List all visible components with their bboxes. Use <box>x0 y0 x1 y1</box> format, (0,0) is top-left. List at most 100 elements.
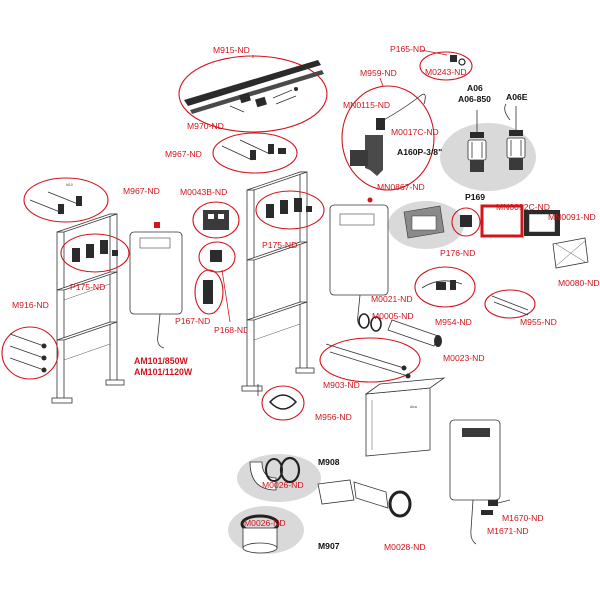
p175-mid-label: P175-ND <box>262 240 297 250</box>
frame-post-right <box>109 213 118 383</box>
clip-group-p175-mid <box>255 190 325 230</box>
p175-left-ring <box>60 233 130 273</box>
frame-mid-bar <box>246 241 308 261</box>
m0023-label: M0023-ND <box>443 353 485 363</box>
plate-group-m0043b <box>192 201 240 239</box>
bolt <box>491 295 529 311</box>
anchor-plate <box>76 196 82 206</box>
frame-top-bar <box>56 213 118 233</box>
plate-diagonal <box>555 243 586 263</box>
frame-foot <box>105 379 125 386</box>
m903-label: M903-ND <box>323 380 360 390</box>
m959-label: M959-ND <box>360 68 397 78</box>
nut <box>405 373 411 379</box>
pipe-end-cap <box>434 335 442 347</box>
frame-middle <box>241 171 315 392</box>
m954-ring <box>414 266 476 308</box>
seal-m0028 <box>388 490 412 518</box>
fixing-bracket <box>210 250 222 262</box>
plate-diagonal <box>555 239 587 267</box>
rail-bar-2 <box>190 70 324 114</box>
clip <box>72 248 80 262</box>
frame-brace <box>63 343 111 361</box>
actuator-window <box>411 215 437 231</box>
p175-left-label: P175-ND <box>70 282 105 292</box>
clip <box>294 198 302 212</box>
clamp-group-m956 <box>257 384 305 421</box>
fill-valve-body <box>365 135 383 176</box>
p165-leader <box>420 49 448 56</box>
anchor-plate <box>58 204 64 214</box>
m908-label: M908 <box>318 457 340 467</box>
frame-mn0092c <box>480 204 524 238</box>
dimension-note: M10 <box>66 183 73 187</box>
p176-label: P176-ND <box>440 248 475 258</box>
valve-connector <box>376 118 385 130</box>
m967-left-ring <box>23 177 109 223</box>
box-top <box>364 377 446 395</box>
m0005-label: M0005-ND <box>372 311 414 321</box>
pipe-section <box>353 481 389 509</box>
model-am101-1120w: AM101/1120W <box>134 367 193 377</box>
flush-valve-a06 <box>467 110 487 172</box>
cistern-body <box>449 419 501 501</box>
p167-label: P167-ND <box>175 316 210 326</box>
anchor-group-m916 <box>1 326 59 380</box>
box-front <box>365 387 431 457</box>
nut <box>41 355 47 361</box>
m0028-label: M0028-ND <box>384 542 426 552</box>
valve-m1671 <box>481 510 493 515</box>
frame-mid-bar <box>56 271 118 291</box>
frame-foot <box>51 397 73 404</box>
model-am101-850w: AM101/850W <box>134 356 188 366</box>
frame-brace <box>63 283 111 301</box>
cistern-outlet-pipe <box>470 499 477 545</box>
valve-base <box>470 160 484 172</box>
anchor-plate <box>250 150 256 160</box>
clip <box>266 204 274 218</box>
cistern-opening <box>139 237 171 249</box>
cistern-body <box>329 204 389 296</box>
frame-low-bar <box>56 321 118 341</box>
bracket <box>450 280 456 290</box>
clip <box>100 240 108 254</box>
cistern-middle <box>329 197 389 329</box>
m0026-top-label: M0026-ND <box>262 480 304 490</box>
clip <box>112 250 118 256</box>
frame-post-left <box>56 231 65 401</box>
bracket-group-m967-top <box>212 132 298 174</box>
anchor-plate <box>268 144 274 154</box>
m959-leader <box>379 77 384 87</box>
coupling-group-m907 <box>240 514 280 554</box>
frame-low-bar <box>246 301 308 321</box>
valve-cage <box>467 139 487 161</box>
m907-label: M907 <box>318 541 340 551</box>
m916-label: M916-ND <box>12 300 49 310</box>
mount-plate <box>203 210 229 230</box>
m967-top-ring <box>212 132 298 174</box>
seal-m0005 <box>370 316 382 332</box>
pipe-section <box>317 479 355 505</box>
mn0867-label: MN0867-ND <box>377 182 425 192</box>
m954-label: M954-ND <box>435 317 472 327</box>
cistern-inlet <box>367 197 373 203</box>
valve-base <box>509 158 523 170</box>
p168-label: P168-ND <box>214 325 249 335</box>
anchor-rod <box>47 191 79 205</box>
brand-mark: Alca <box>410 405 417 409</box>
clip <box>306 206 312 212</box>
anchor-bolt <box>9 357 45 371</box>
cistern-right <box>449 419 501 545</box>
bolt <box>229 105 245 113</box>
pipe-clamp <box>268 394 298 410</box>
fixing-group-p168 <box>198 241 236 273</box>
coupling-bottom <box>242 542 278 554</box>
rail-bar-1 <box>184 60 321 106</box>
cistern-outlet-pipe <box>157 313 165 349</box>
pipe-group-m0028 <box>317 479 412 518</box>
flush-plate-group <box>403 204 589 269</box>
valve-m1670 <box>488 500 498 506</box>
m956-ring <box>261 385 305 421</box>
bracket-group-m967-left: M10 <box>23 177 109 223</box>
